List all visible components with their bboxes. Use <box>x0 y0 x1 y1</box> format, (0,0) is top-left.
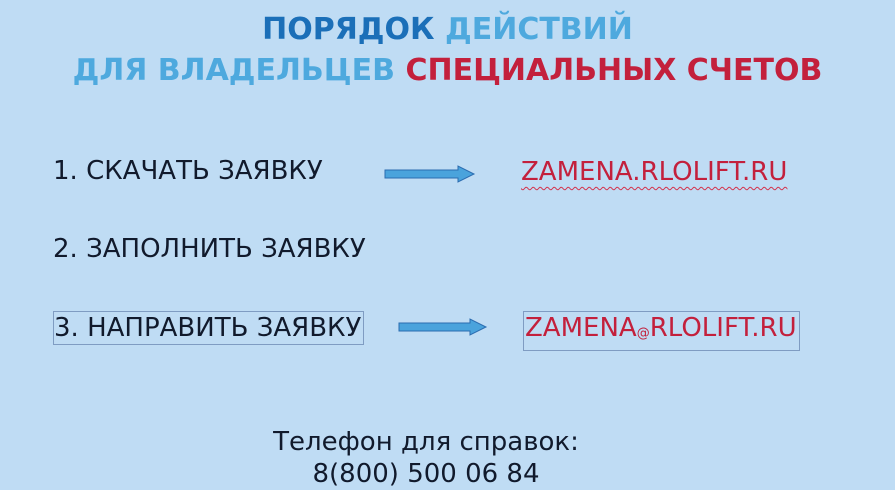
right-arrow-icon <box>384 165 476 183</box>
email-at-symbol: @ <box>636 326 650 341</box>
download-site-link[interactable]: ZAMENA.RLOLIFT.RU <box>521 157 788 187</box>
step-3-send-request: 3. НАПРАВИТЬ ЗАЯВКУ <box>53 311 365 345</box>
contact-label: Телефон для справок: <box>273 427 579 457</box>
title-words-spetsialnyh-schetov: СПЕЦИАЛЬНЫХ СЧЕТОВ <box>405 53 823 88</box>
step-2-fill-request: 2. ЗАПОЛНИТЬ ЗАЯВКУ <box>53 234 366 264</box>
title-line-2: ДЛЯ ВЛАДЕЛЬЦЕВ СПЕЦИАЛЬНЫХ СЧЕТОВ <box>0 53 895 89</box>
email-user: ZAMENA <box>525 313 637 343</box>
step-1-download-request: 1. СКАЧАТЬ ЗАЯВКУ <box>53 156 323 186</box>
title-line-1: ПОРЯДОК ДЕЙСТВИЙ <box>0 12 895 48</box>
title-words-dlya-vladeltsev: ДЛЯ ВЛАДЕЛЬЦЕВ <box>72 53 395 88</box>
right-arrow-icon <box>398 318 488 336</box>
email-domain: RLOLIFT.RU <box>649 313 797 343</box>
email-address-link[interactable]: ZAMENA@RLOLIFT.RU <box>523 311 800 351</box>
title-word-poryadok: ПОРЯДОК <box>262 12 435 47</box>
contact-phone-number: 8(800) 500 06 84 <box>312 459 540 489</box>
title-word-deystviy: ДЕЙСТВИЙ <box>445 12 633 47</box>
